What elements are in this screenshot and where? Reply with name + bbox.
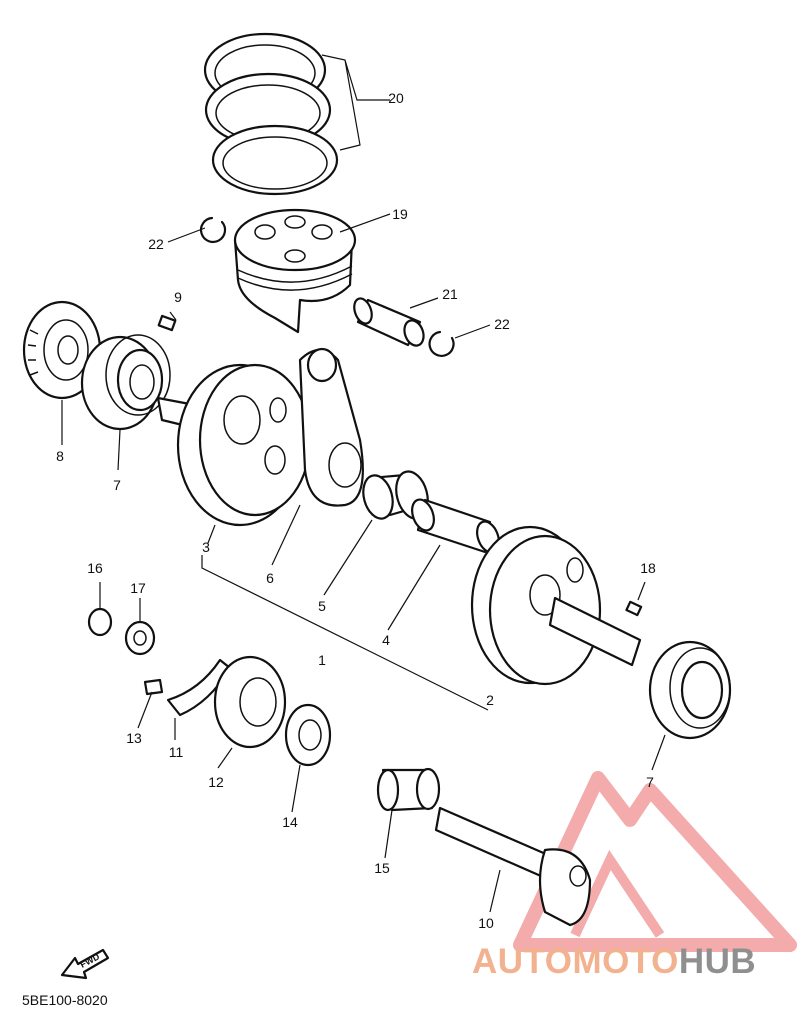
callout-12: 12 [208,774,224,790]
callout-21: 21 [442,286,458,302]
callout-19: 19 [392,206,408,222]
callout-7-right: 7 [646,774,654,790]
key-9 [157,314,177,332]
callout-13: 13 [126,730,142,746]
callout-10: 10 [478,915,494,931]
callout-11: 11 [168,744,184,760]
connecting-rod [298,347,364,507]
bearing-right [648,640,732,740]
callout-8: 8 [56,448,64,464]
callout-7-left: 7 [113,477,121,493]
fwd-arrow-icon [60,948,110,980]
shaft-right [548,596,642,667]
bolt-13 [143,678,164,696]
watermark-part1: AUTOMOTO [472,942,679,981]
piston-pin [353,297,425,347]
watermark-text: AUTOMOTOHUB [472,944,756,979]
key-18 [625,600,643,617]
watermark-part2: HUB [678,942,757,981]
callout-9: 9 [174,289,182,305]
washer-17 [124,620,156,656]
circlip-left [199,216,227,244]
callout-17: 17 [130,580,146,596]
callout-1: 1 [318,652,326,668]
leader-lines [61,54,666,913]
callout-15: 15 [374,860,390,876]
callout-2: 2 [486,692,494,708]
crank-web-left [176,363,312,527]
crank-web-right [470,525,602,686]
callout-4: 4 [382,632,390,648]
circlip-right [428,330,455,357]
callout-6: 6 [266,570,274,586]
callout-3: 3 [202,539,210,555]
callout-22-right: 22 [494,316,510,332]
callout-20: 20 [388,90,404,106]
timing-gear [22,300,102,400]
piston [233,208,357,334]
bearing-15 [376,767,441,812]
piston-rings [203,32,339,196]
nut-16 [87,607,113,637]
crank-pin [411,498,500,554]
callout-22-left: 22 [148,236,164,252]
callout-5: 5 [318,598,326,614]
balancer-shaft [434,806,592,927]
gear-12 [213,655,287,749]
callout-18: 18 [640,560,656,576]
bearing-left [80,334,171,431]
callout-16: 16 [87,560,103,576]
diagram-code: 5BE100-8020 [22,992,108,1008]
bearing-14 [284,703,332,767]
callout-14: 14 [282,814,298,830]
